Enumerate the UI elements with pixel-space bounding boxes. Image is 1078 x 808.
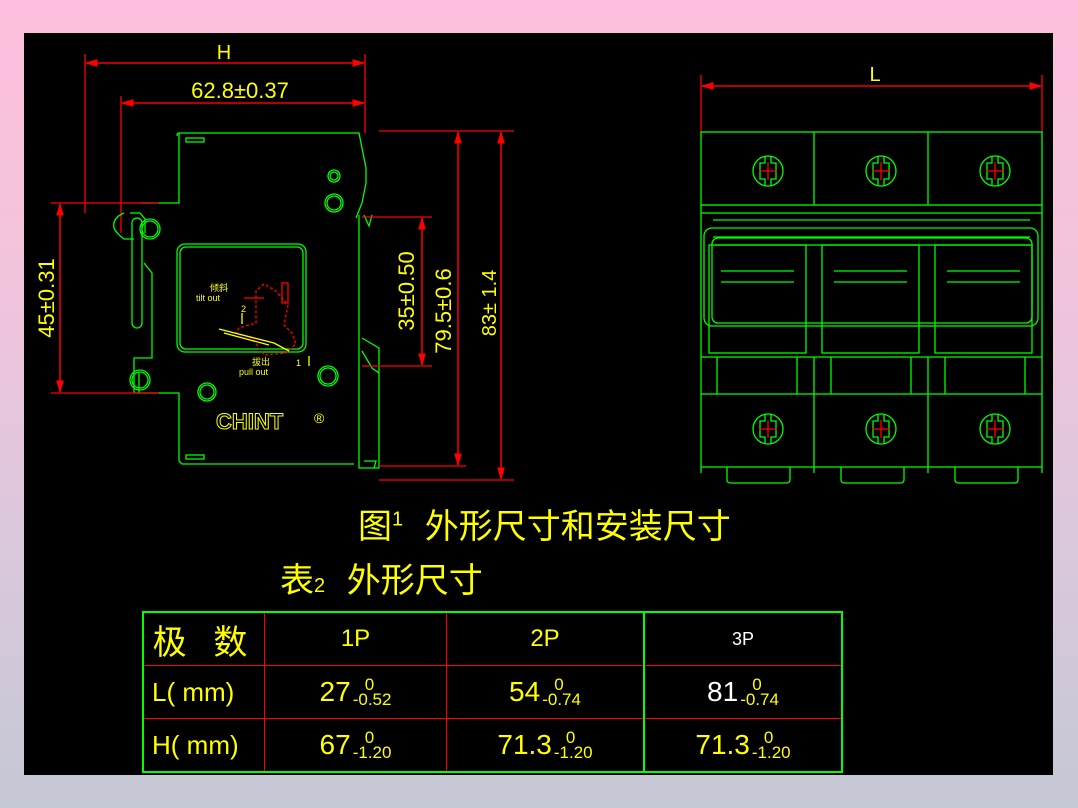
figure-caption: 图1 外形尺寸和安装尺寸: [358, 499, 731, 548]
row-label-L: L( mm): [142, 665, 265, 719]
table-caption: 表2 外形尺寸: [280, 553, 483, 602]
operating-label-window: [176, 243, 310, 366]
row-label-H: H( mm): [142, 718, 265, 773]
dim-83: [379, 130, 514, 481]
header-col-1p: 1P: [264, 611, 447, 666]
header-poles: 极 数: [142, 611, 265, 666]
screw-icon: [979, 155, 1011, 187]
registered-mark: ®: [314, 410, 325, 426]
pull-out-en: pull out: [239, 367, 269, 377]
breaker-front-outline: [700, 131, 1043, 484]
dim-H-label: H: [217, 42, 231, 64]
front-view: L: [700, 64, 1043, 484]
screw-icon: [752, 155, 784, 187]
screw-icon: [865, 155, 897, 187]
step-2: 2: [241, 304, 246, 314]
dim-83-label: 83± 1.4: [479, 270, 501, 337]
dim-L: [700, 75, 1043, 133]
chint-logo: CHINT: [216, 409, 284, 434]
dim-35-label: 35±0.50: [394, 251, 419, 330]
table-number: 2: [314, 575, 326, 597]
figure-number: 1: [392, 508, 404, 531]
table-prefix: 表: [280, 561, 314, 601]
dim-79-5: [379, 130, 514, 467]
table-header-row: 极 数 1P 2P 3P: [142, 611, 843, 666]
dim-35: [362, 216, 432, 367]
tilt-out-en: tilt out: [196, 293, 221, 303]
screw-icon: [752, 413, 784, 445]
header-col-3p: 3P: [643, 611, 843, 666]
dim-H: [84, 54, 366, 213]
dim-79-5-label: 79.5±0.6: [431, 268, 456, 353]
figure-title: 外形尺寸和安装尺寸: [424, 507, 731, 547]
tilt-out-cn: 倾斜: [210, 282, 228, 293]
drawing-svg: H 62.8±0.37: [34, 42, 1043, 484]
figure-prefix: 图: [358, 507, 392, 547]
dim-45-label: 45±0.31: [34, 258, 59, 337]
side-view: H 62.8±0.37: [34, 42, 514, 481]
screw-icon: [979, 413, 1011, 445]
header-col-2p: 2P: [446, 611, 645, 666]
dim-L-label: L: [869, 64, 880, 86]
pull-out-cn: 拔出: [252, 356, 270, 367]
terminal-screws: [752, 155, 1011, 445]
dim-45: [51, 202, 159, 394]
screw-icon: [865, 413, 897, 445]
table-title: 外形尺寸: [346, 561, 483, 601]
cad-drawing-canvas: H 62.8±0.37: [24, 33, 1053, 775]
step-1: 1: [296, 358, 301, 368]
dim-62-8-label: 62.8±0.37: [191, 78, 289, 103]
dim-62-8: [120, 96, 366, 233]
